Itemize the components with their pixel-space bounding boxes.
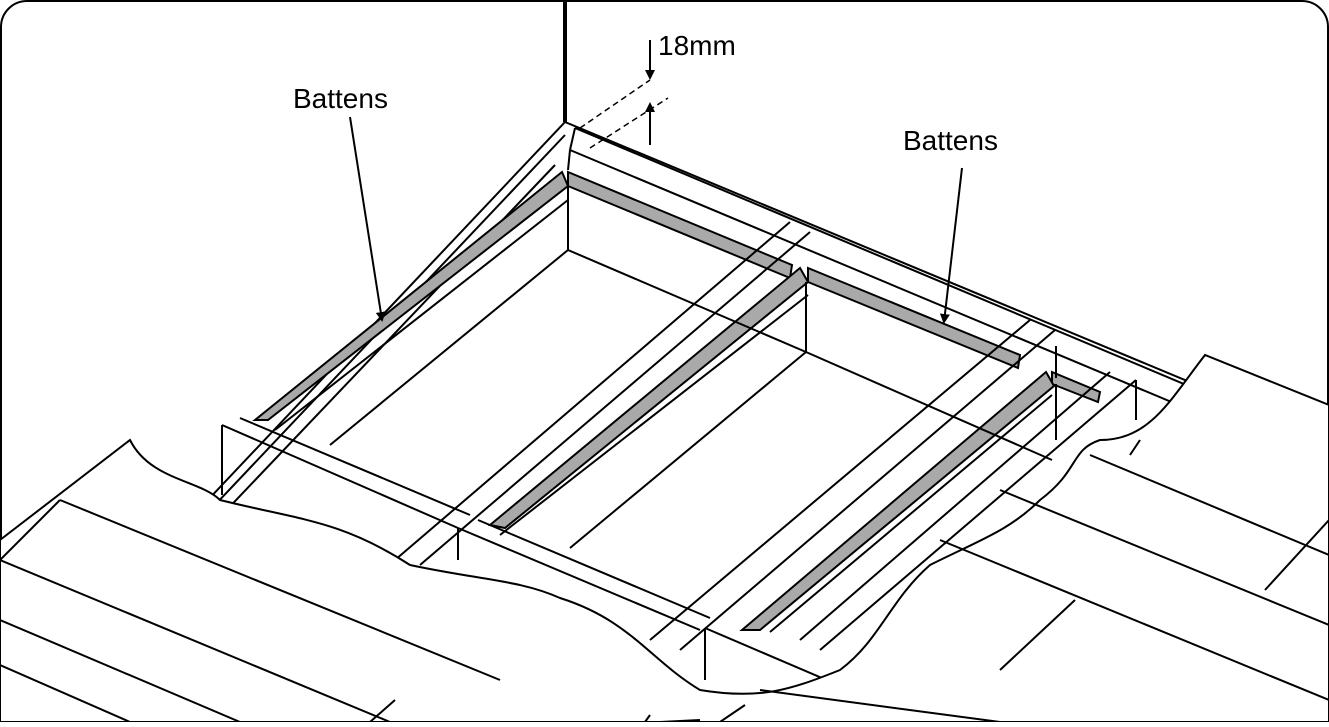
batten-strip — [1051, 370, 1102, 404]
floorboard-cutaway — [0, 353, 1329, 723]
leader-arrows — [349, 116, 963, 324]
floorboards — [0, 439, 1329, 723]
pointer-arrow-icon — [349, 116, 386, 322]
dimension-indicator — [579, 40, 669, 149]
pointer-arrow-icon — [939, 167, 963, 324]
batten-strip — [252, 170, 570, 421]
batten-strip — [807, 266, 1022, 370]
batten-strips — [252, 170, 1102, 631]
label-battens-left: Battens — [293, 83, 388, 114]
battens-structure — [221, 186, 1137, 691]
batten-strip — [739, 370, 1056, 631]
batten-strip — [487, 266, 810, 530]
label-battens-right: Battens — [903, 125, 998, 156]
label-dimension: 18mm — [658, 30, 736, 61]
